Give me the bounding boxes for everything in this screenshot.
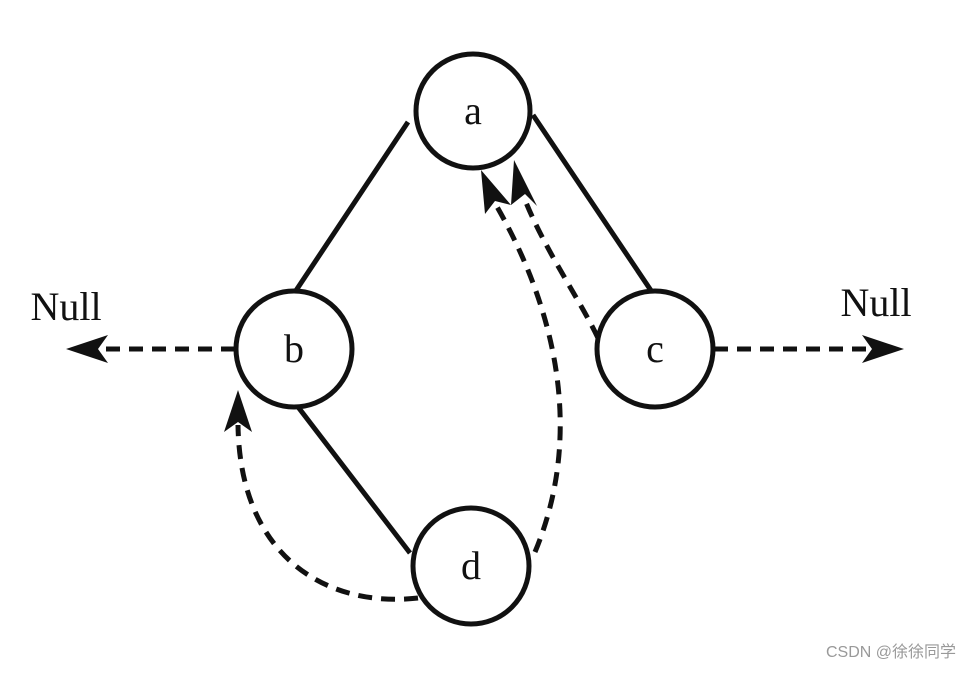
node-b-label: b xyxy=(284,326,304,371)
edge-a-b xyxy=(290,120,411,297)
node-b: b xyxy=(233,288,355,410)
watermark: CSDN @徐徐同学 xyxy=(825,644,956,661)
node-a: a xyxy=(413,51,533,171)
null-label-left: Null xyxy=(30,284,101,329)
node-d: d xyxy=(410,505,532,627)
thread-c-to-null-arrowhead xyxy=(862,335,904,363)
null-label-right: Null xyxy=(840,280,911,325)
edge-a-c xyxy=(530,113,655,294)
thread-b-to-null-arrowhead xyxy=(66,335,108,363)
thread-d-to-b-arrowhead xyxy=(224,390,252,432)
node-a-label: a xyxy=(464,88,482,133)
node-c-label: c xyxy=(646,326,664,371)
thread-d-to-b xyxy=(235,424,419,602)
thread-c-to-a xyxy=(522,199,601,340)
node-c: c xyxy=(594,288,716,410)
edge-b-d xyxy=(293,401,412,555)
node-d-label: d xyxy=(461,543,481,588)
thread-d-to-a xyxy=(493,203,563,553)
thread-d-to-a-arrowhead xyxy=(481,170,511,214)
thread-c-to-a-arrowhead xyxy=(511,160,537,206)
